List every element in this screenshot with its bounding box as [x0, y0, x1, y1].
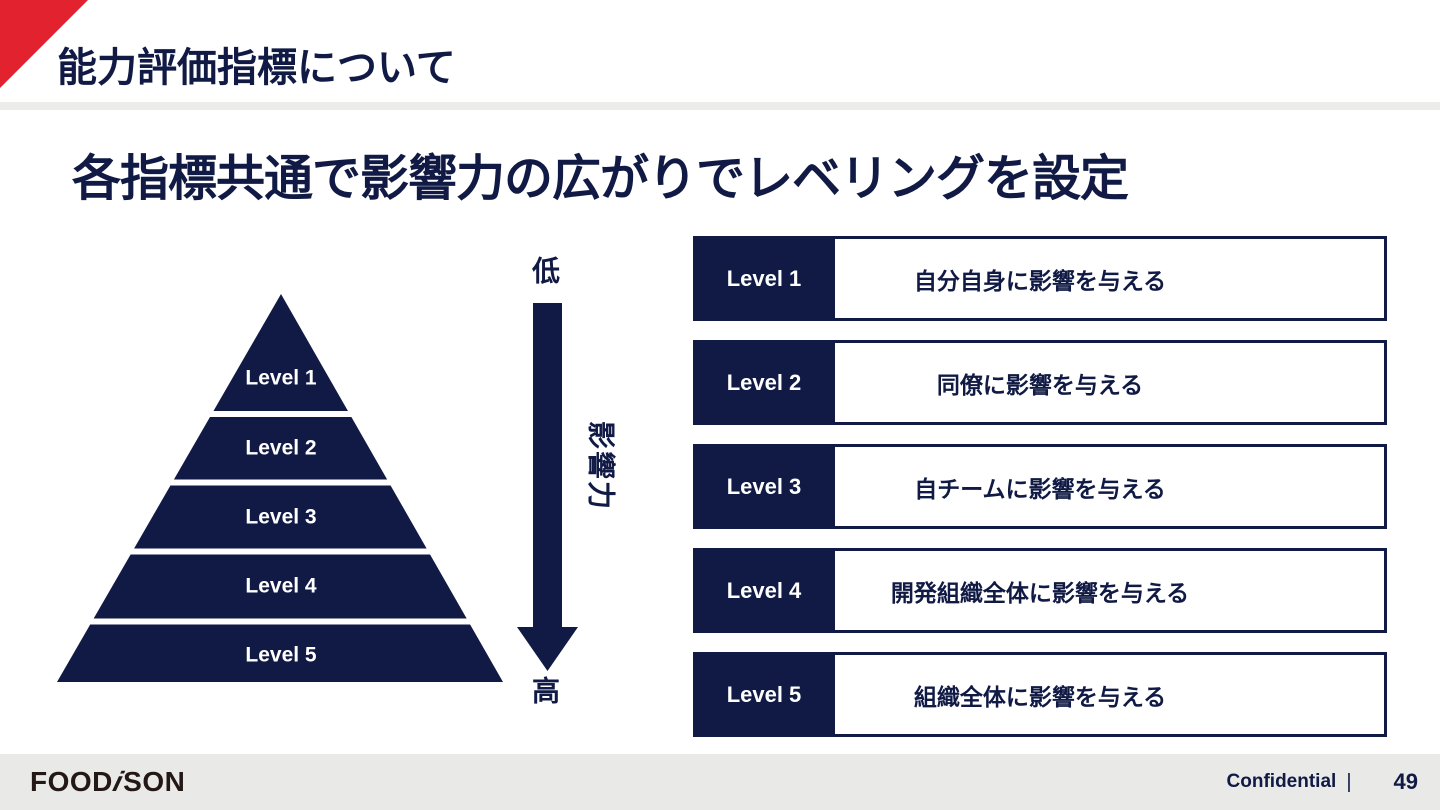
level-2-description: 同僚に影響を与える — [936, 371, 1144, 398]
level-3-label: Level 3 — [693, 444, 835, 529]
pyramid-gap-line — [45, 479, 517, 486]
level-5-description: 組織全体に影響を与える — [913, 683, 1167, 710]
main-heading: 各指標共通で影響力の広がりでレベリングを設定 — [72, 152, 1129, 206]
pyramid-gap-line — [45, 618, 517, 625]
footer-meta: Confidential | 49 — [1227, 754, 1418, 810]
pyramid-level-4-label: Level 4 — [245, 575, 317, 598]
logo-text-prefix: FOOD — [30, 766, 113, 797]
level-table: 自分自身に影響を与える Level 1 同僚に影響を与える Level 2 自チ… — [693, 236, 1387, 738]
level-row-5: 組織全体に影響を与える Level 5 — [693, 652, 1387, 737]
slide-title: 能力評価指標について — [57, 46, 456, 90]
pyramid-level-5-label: Level 5 — [245, 644, 317, 667]
level-4-description: 開発組織全体に影響を与える — [890, 579, 1190, 606]
level-row-4: 開発組織全体に影響を与える Level 4 — [693, 548, 1387, 633]
level-row-2: 同僚に影響を与える Level 2 — [693, 340, 1387, 425]
down-arrow-head-icon — [517, 627, 578, 671]
arrow-top-label: 低 — [531, 256, 560, 287]
level-4-label: Level 4 — [693, 548, 835, 633]
pyramid-gap-line — [45, 411, 517, 417]
level-1-label: Level 1 — [693, 236, 835, 321]
pyramid-level-3-label: Level 3 — [245, 506, 316, 529]
level-row-3: 自チームに影響を与える Level 3 — [693, 444, 1387, 529]
level-2-label: Level 2 — [693, 340, 835, 425]
pyramid-level-2-label: Level 2 — [245, 437, 316, 460]
arrow-bottom-label: 高 — [532, 676, 560, 707]
down-arrow-icon — [533, 303, 562, 628]
pyramid-shape — [57, 294, 503, 682]
level-row-1: 自分自身に影響を与える Level 1 — [693, 236, 1387, 321]
level-3-description: 自チームに影響を与える — [914, 475, 1166, 502]
footer-separator: | — [1346, 770, 1352, 793]
pyramid-gap-line — [45, 548, 517, 555]
logo-text-suffix: SON — [123, 766, 186, 797]
influence-axis-label: 影響力 — [586, 421, 618, 511]
pyramid-level-1-label: Level 1 — [245, 367, 317, 390]
confidential-label: Confidential — [1226, 771, 1337, 792]
header-divider — [0, 102, 1440, 110]
level-1-description: 自分自身に影響を与える — [913, 267, 1167, 294]
page-number: 49 — [1393, 769, 1418, 794]
level-5-label: Level 5 — [693, 652, 835, 737]
